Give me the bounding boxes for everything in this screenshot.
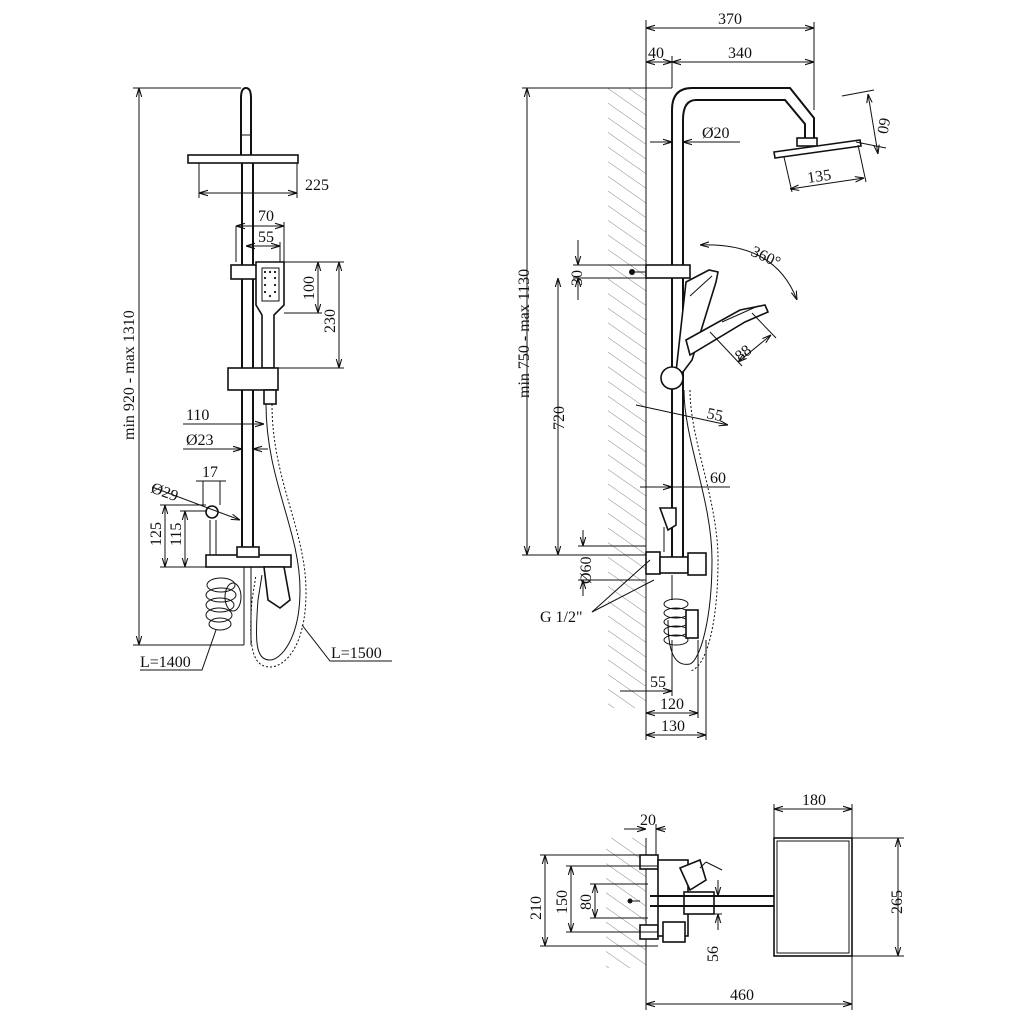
plate-265-label: 265 xyxy=(889,890,906,914)
rain-plate-top xyxy=(773,837,853,957)
dim-17-label: 17 xyxy=(202,464,218,481)
dim-125-label: 125 xyxy=(148,522,165,546)
pipe-diameter-label: Ø23 xyxy=(186,432,214,449)
front-view: min 920 - max 1310 225 70 55 100 230 110… xyxy=(121,86,392,671)
holder-front xyxy=(227,367,279,391)
length-460-label: 460 xyxy=(730,987,754,1004)
dim-115-label: 115 xyxy=(168,523,185,546)
coiled-hose-side xyxy=(663,598,689,646)
outlet-diameter-label: Ø29 xyxy=(149,480,181,505)
flange-diameter-label: Ø60 xyxy=(578,556,595,584)
head-width-side-label: 135 xyxy=(806,167,832,187)
width-20-label: 20 xyxy=(640,812,656,829)
depth-130-label: 130 xyxy=(661,718,685,735)
hose-right-label: L=1500 xyxy=(331,645,382,662)
dim-110-label: 110 xyxy=(186,407,209,424)
head-height-label: 60 xyxy=(873,116,893,135)
hand-55-label: 55 xyxy=(705,405,724,425)
spray-dots xyxy=(263,270,277,298)
arm-340-label: 340 xyxy=(728,45,752,62)
dim-100-label: 100 xyxy=(301,276,318,300)
hose-left-label: L=1400 xyxy=(140,654,191,671)
dim-230-label: 230 xyxy=(322,309,339,333)
pipe-diameter-side-label: Ø20 xyxy=(702,125,730,142)
slider-30-label: 30 xyxy=(569,270,586,286)
depth-55-label: 55 xyxy=(650,674,666,691)
height-range-label: min 750 - max 1130 xyxy=(516,269,533,398)
wall-hatch xyxy=(608,88,646,708)
top-view: 20 180 210 150 80 56 265 46 xyxy=(528,792,906,1010)
total-height-label: min 920 - max 1310 xyxy=(121,310,138,440)
height-150-label: 150 xyxy=(554,890,571,914)
mixer-lever xyxy=(263,566,291,609)
hand-shower-tilted xyxy=(685,304,770,357)
rotation-label: 360° xyxy=(748,243,783,271)
rain-head-front xyxy=(187,154,299,164)
head-width-label: 225 xyxy=(305,177,329,194)
plate-180-label: 180 xyxy=(802,792,826,809)
rain-head-side xyxy=(773,139,862,159)
height-56-label: 56 xyxy=(705,946,722,962)
height-knob xyxy=(660,366,684,390)
arm-40-label: 40 xyxy=(648,45,664,62)
arm-total-label: 370 xyxy=(718,11,742,28)
thread-label: G 1/2" xyxy=(540,609,583,626)
dim-70-label: 70 xyxy=(258,208,274,225)
slider-720-label: 720 xyxy=(551,406,568,430)
slider-side xyxy=(645,264,691,279)
height-210-label: 210 xyxy=(528,896,545,920)
side-view: 360° 370 40 340 Ø20 xyxy=(516,11,893,740)
mixer-side xyxy=(659,556,689,574)
depth-120-label: 120 xyxy=(660,696,684,713)
mixer-60-label: 60 xyxy=(710,470,726,487)
hand-88-label: 88 xyxy=(732,342,755,365)
hand-shower-front xyxy=(255,261,285,369)
coiled-hose-front xyxy=(205,577,242,631)
dim-55-label: 55 xyxy=(258,229,274,246)
height-80-label: 80 xyxy=(578,894,595,910)
